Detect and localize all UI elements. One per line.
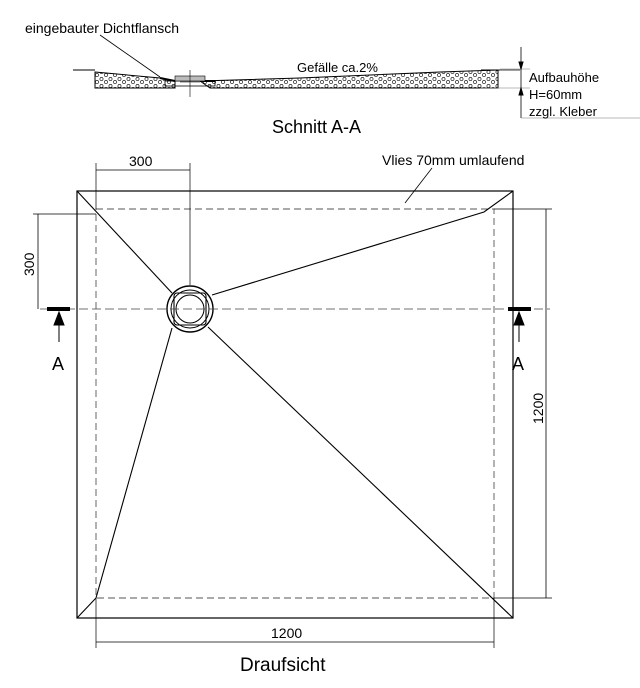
tray-outline — [76, 190, 514, 619]
dim-top-label: 300 — [129, 153, 153, 169]
screed-left — [94, 71, 176, 89]
flange-leader-line — [99, 34, 161, 78]
dim-bottom-label: 1200 — [271, 625, 302, 641]
slope-label: Gefälle ca.2% — [297, 60, 378, 75]
section-title: Schnitt A-A — [272, 117, 361, 137]
fleece-label: Vlies 70mm umlaufend — [382, 152, 524, 168]
fleece-border — [95, 208, 495, 599]
fleece-leader-line — [404, 167, 433, 204]
arrow-up-icon — [513, 310, 525, 326]
height-label-2: H=60mm — [529, 87, 582, 102]
height-label-1: Aufbauhöhe — [529, 70, 599, 85]
plan-view — [33, 163, 552, 648]
dim-right-label: 1200 — [530, 393, 546, 424]
plan-title: Draufsicht — [240, 655, 326, 676]
section-marker-right-label: A — [512, 354, 524, 374]
section-view — [73, 34, 640, 119]
dim-left-label: 300 — [21, 252, 37, 276]
arrow-up-icon — [53, 310, 65, 326]
section-marker-left-label: A — [52, 354, 64, 374]
height-label-3: zzgl. Kleber — [529, 104, 598, 119]
flange-label: eingebauter Dichtflansch — [25, 20, 179, 36]
